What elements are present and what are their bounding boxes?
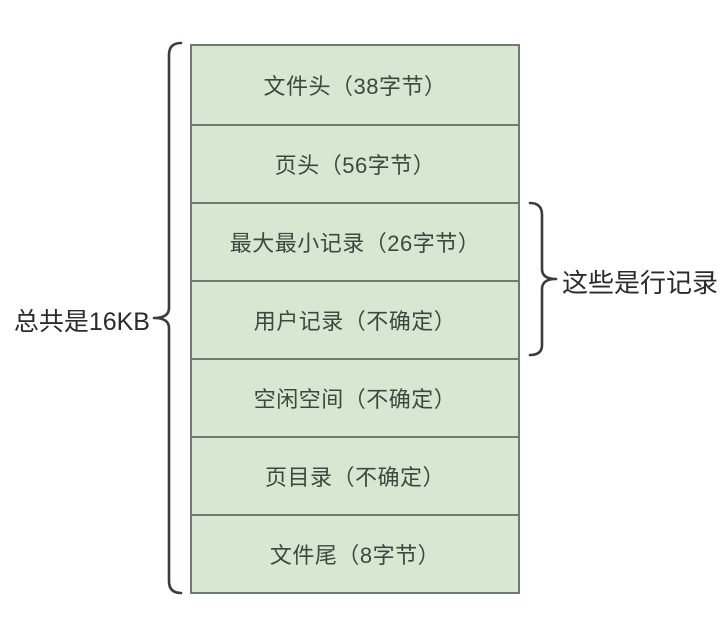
box-user-records: 用户记录（不确定） [192, 280, 518, 358]
box-free-space: 空闲空间（不确定） [192, 358, 518, 436]
box-file-header: 文件头（38字节） [192, 46, 518, 124]
box-min-max-records: 最大最小记录（26字节） [192, 202, 518, 280]
total-size-label: 总共是16KB [13, 308, 150, 336]
left-curly-brace [152, 41, 183, 595]
row-records-label: 这些是行记录 [562, 268, 719, 298]
right-curly-brace [528, 201, 558, 357]
page-box-stack: 文件头（38字节） 页头（56字节） 最大最小记录（26字节） 用户记录（不确定… [190, 44, 520, 594]
box-page-header: 页头（56字节） [192, 124, 518, 202]
box-page-directory: 页目录（不确定） [192, 436, 518, 514]
box-file-trailer: 文件尾（8字节） [192, 514, 518, 592]
